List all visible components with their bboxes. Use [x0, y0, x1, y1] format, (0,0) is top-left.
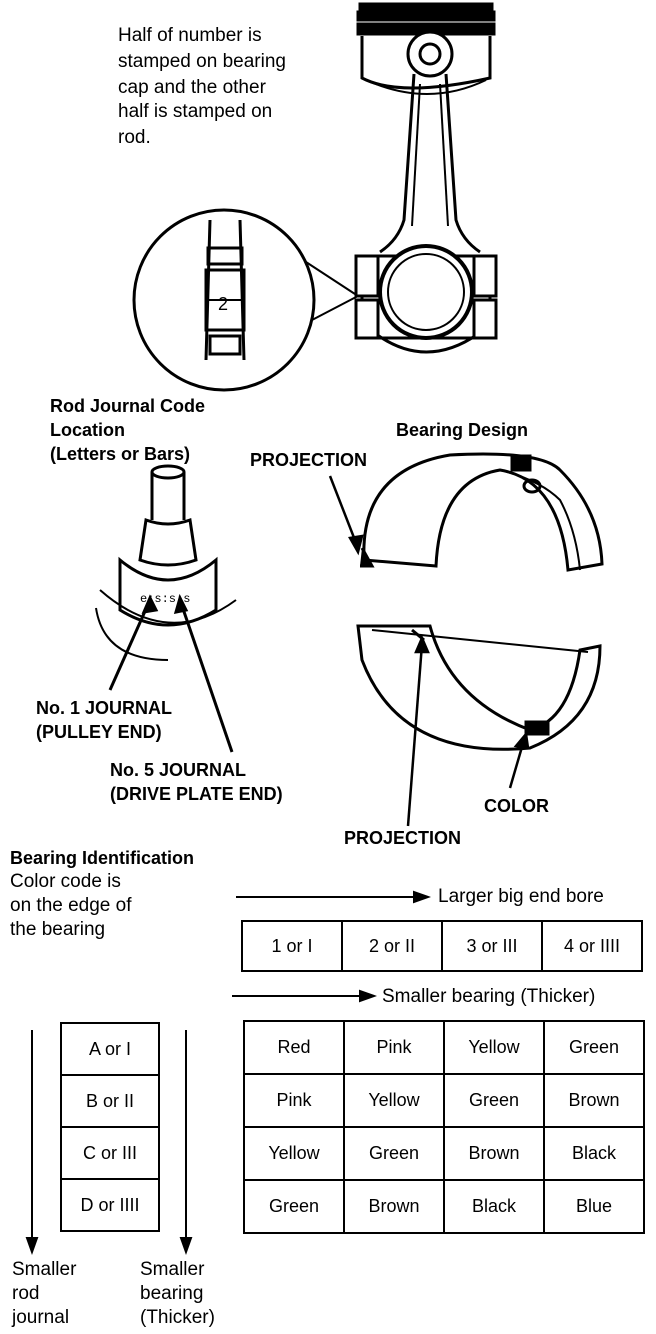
rod-journal-title: Rod Journal Code: [50, 396, 206, 416]
bore-code-table: 1 or I 2 or II 3 or III 4 or IIII: [241, 920, 643, 972]
color-cell: Red: [243, 1020, 345, 1075]
bearing-design-title: Bearing Design: [396, 420, 529, 440]
rod-code-cell: B or II: [60, 1074, 160, 1128]
color-cell: Brown: [543, 1073, 645, 1128]
identification-line-3: the bearing: [10, 919, 106, 940]
color-cell: Green: [343, 1126, 445, 1181]
table-row: A or I: [60, 1022, 160, 1076]
bore-code-cell: 3 or III: [441, 920, 543, 972]
bearing-shell-upper: [360, 452, 604, 572]
crankshaft-drawing: e:s:s:s: [95, 464, 237, 753]
larger-bore-label: Larger big end bore: [438, 886, 604, 907]
identification-title: Bearing Identification: [10, 848, 195, 868]
journal-5-sub: (DRIVE PLATE END): [110, 784, 283, 804]
note-line-4: half is stamped on: [118, 101, 273, 122]
projection-label-top: PROJECTION: [250, 450, 368, 470]
table-row: Yellow Green Brown Black: [243, 1126, 645, 1181]
color-cell: Pink: [343, 1020, 445, 1075]
rod-code-cell: A or I: [60, 1022, 160, 1076]
note-line-3: cap and the other: [118, 77, 266, 98]
rod-code-cell: D or IIII: [60, 1178, 160, 1232]
smaller-bearing-line-3: (Thicker): [140, 1307, 215, 1328]
rod-journal-location: Location: [50, 420, 125, 440]
bearing-color-table: Red Pink Yellow Green Pink Yellow Green …: [243, 1020, 645, 1234]
rod-code-cell: C or III: [60, 1126, 160, 1180]
color-cell: Green: [443, 1073, 545, 1128]
color-cell: Yellow: [343, 1073, 445, 1128]
bore-code-cell: 2 or II: [341, 920, 443, 972]
table-row: Pink Yellow Green Brown: [243, 1073, 645, 1128]
rod-code-table: A or I B or II C or III D or IIII: [60, 1022, 160, 1232]
color-cell: Green: [243, 1179, 345, 1234]
leader-lines: [328, 475, 530, 827]
smaller-rod-line-2: rod: [12, 1283, 40, 1304]
bearing-shell-lower: [356, 624, 602, 751]
journal-5-label: No. 5 JOURNAL: [110, 760, 247, 780]
color-cell: Yellow: [243, 1126, 345, 1181]
journal-1-sub: (PULLEY END): [36, 722, 162, 742]
connecting-rod-drawing: [354, 2, 498, 354]
smaller-rod-line-1: Smaller: [12, 1259, 77, 1280]
table-row: C or III: [60, 1126, 160, 1180]
identification-line-1: Color code is: [10, 871, 121, 892]
color-cell: Blue: [543, 1179, 645, 1234]
note-line-5: rod.: [118, 127, 151, 148]
inset-number: 2: [218, 294, 228, 314]
color-label: COLOR: [484, 796, 549, 816]
color-cell: Brown: [343, 1179, 445, 1234]
table-arrows: [25, 890, 431, 1255]
smaller-bearing-label: Smaller bearing (Thicker): [382, 986, 596, 1007]
note-line-1: Half of number is: [118, 25, 262, 46]
smaller-bearing-line-1: Smaller: [140, 1259, 205, 1280]
projection-label-bottom: PROJECTION: [344, 828, 462, 848]
bore-code-cell: 4 or IIII: [541, 920, 643, 972]
color-cell: Pink: [243, 1073, 345, 1128]
identification-line-2: on the edge of: [10, 895, 132, 916]
bore-code-cell: 1 or I: [241, 920, 343, 972]
smaller-bearing-line-2: bearing: [140, 1283, 204, 1304]
table-row: D or IIII: [60, 1178, 160, 1232]
color-cell: Yellow: [443, 1020, 545, 1075]
color-cell: Black: [443, 1179, 545, 1234]
table-row: B or II: [60, 1074, 160, 1128]
table-row: Green Brown Black Blue: [243, 1179, 645, 1234]
color-cell: Green: [543, 1020, 645, 1075]
color-cell: Brown: [443, 1126, 545, 1181]
journal-1-label: No. 1 JOURNAL: [36, 698, 173, 718]
note-line-2: stamped on bearing: [118, 51, 286, 72]
smaller-rod-line-3: journal: [12, 1307, 70, 1328]
table-row: 1 or I 2 or II 3 or III 4 or IIII: [241, 920, 643, 972]
inset-magnifier: [132, 208, 359, 392]
rod-journal-letters: (Letters or Bars): [50, 444, 191, 464]
color-cell: Black: [543, 1126, 645, 1181]
table-row: Red Pink Yellow Green: [243, 1020, 645, 1075]
